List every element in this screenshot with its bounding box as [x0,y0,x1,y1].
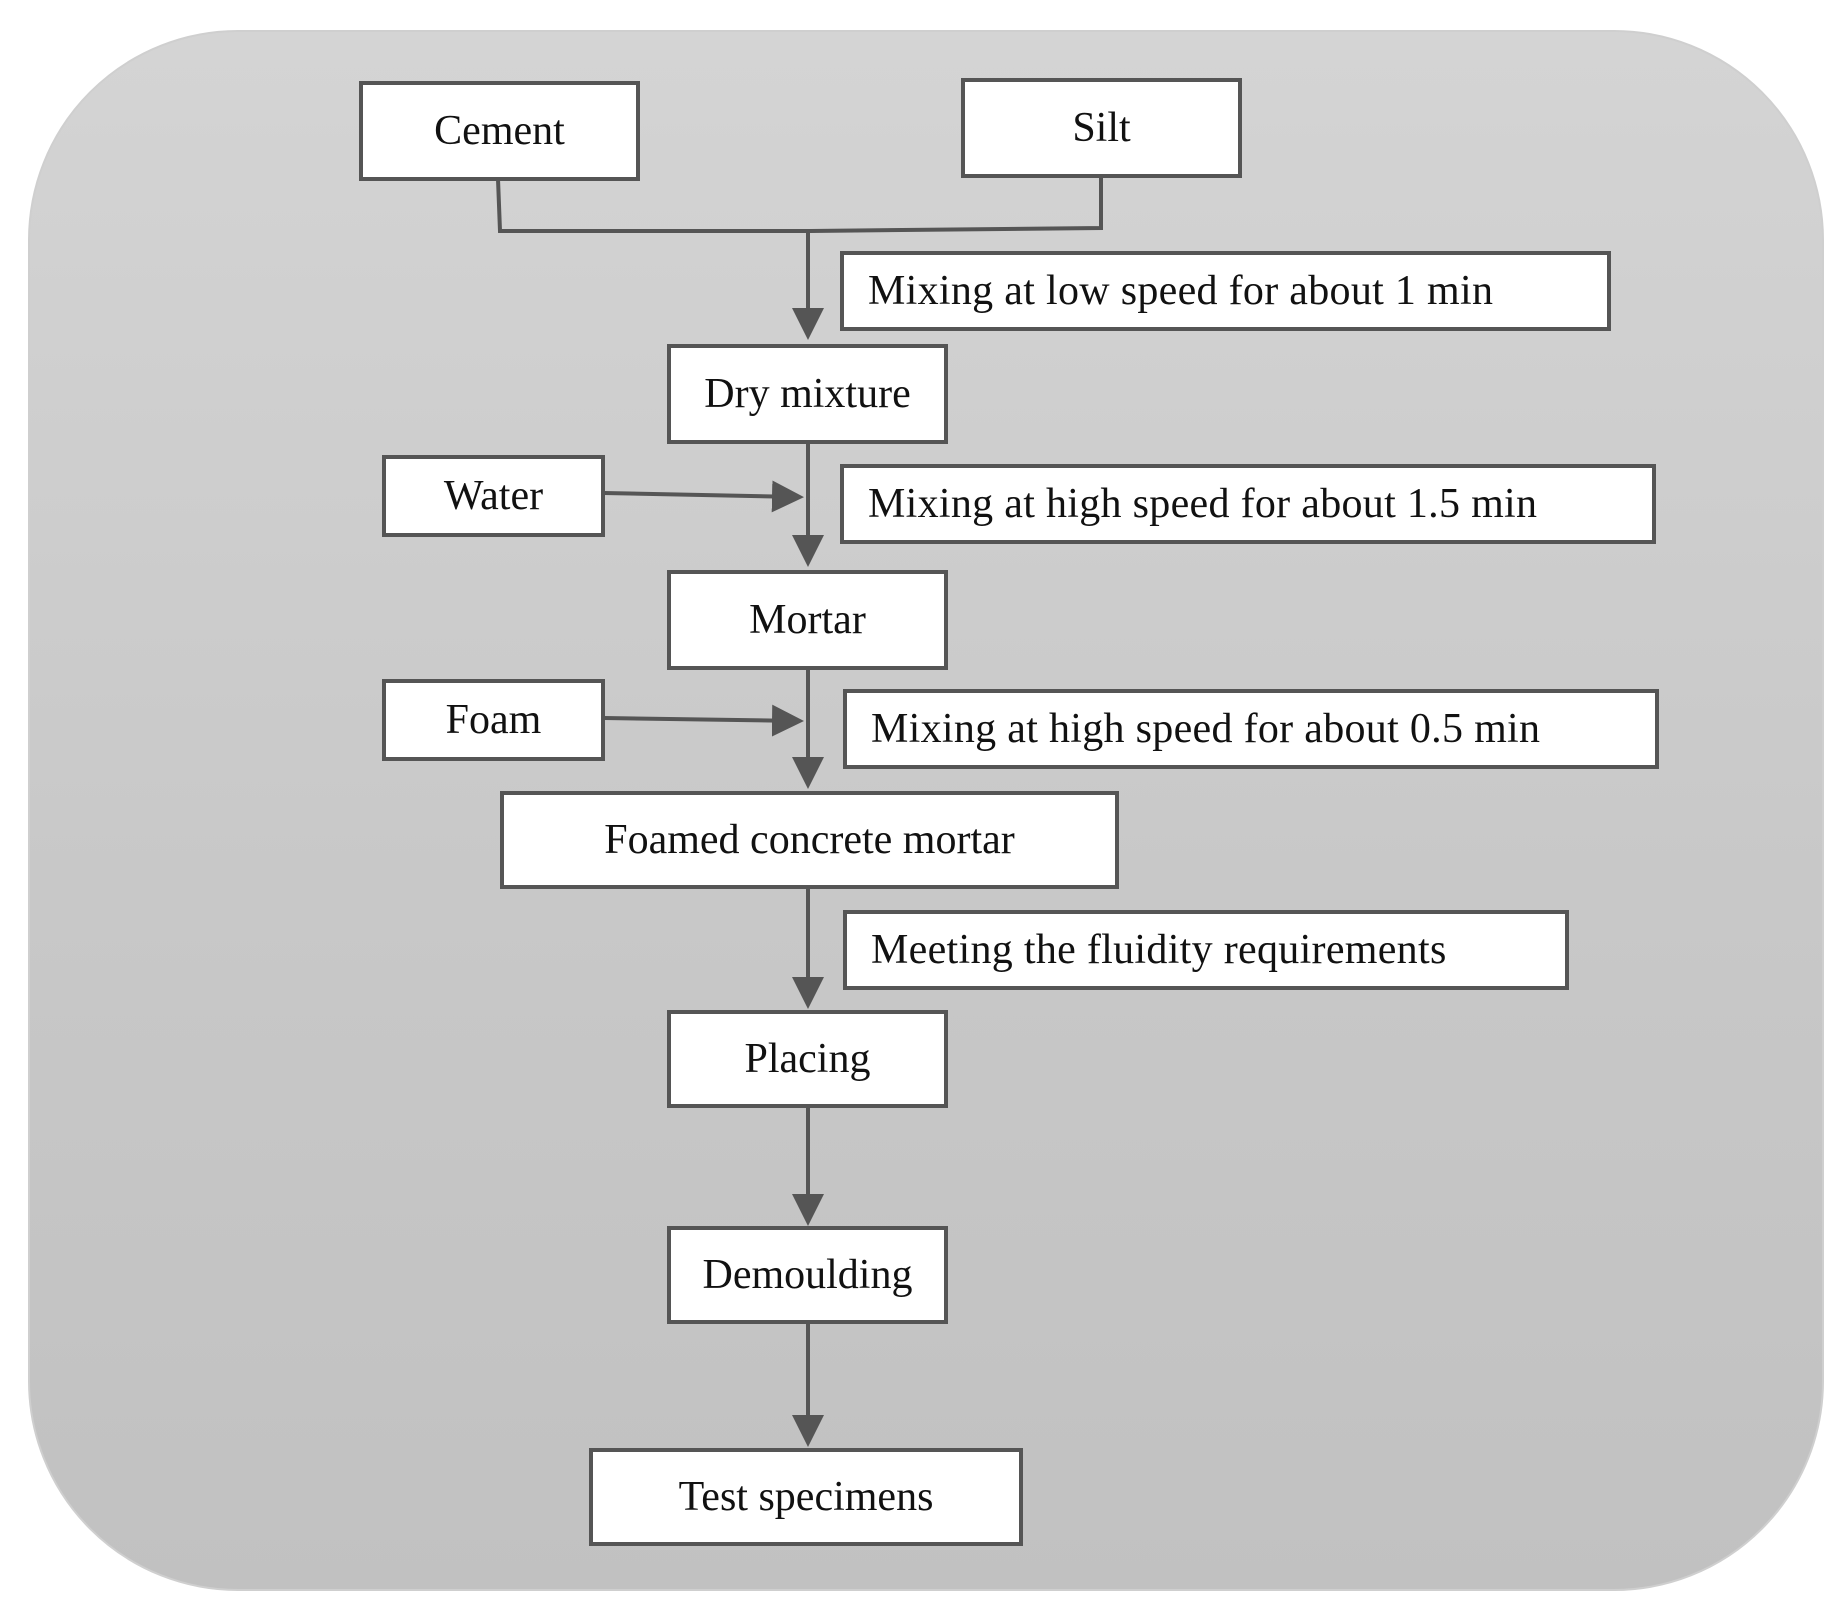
note-mixing-high-speed-0-5: Mixing at high speed for about 0.5 min [843,689,1659,769]
node-silt: Silt [961,78,1242,178]
note-mixing-low-speed: Mixing at low speed for about 1 min [840,251,1611,331]
node-test-specimens: Test specimens [589,1448,1023,1546]
node-mortar: Mortar [667,570,948,670]
silt-connector [809,176,1103,233]
node-foam: Foam [382,679,605,761]
note-fluidity-requirements: Meeting the fluidity requirements [843,910,1569,990]
node-dry-mixture: Dry mixture [667,344,948,444]
cement-connector [496,178,810,233]
node-water: Water [382,455,605,537]
note-mixing-high-speed-1-5: Mixing at high speed for about 1.5 min [840,464,1656,544]
node-foamed-concrete-mortar: Foamed concrete mortar [500,791,1119,889]
node-demoulding: Demoulding [667,1226,948,1324]
arrow-foam-in [603,704,804,737]
node-placing: Placing [667,1010,948,1108]
node-cement: Cement [359,81,640,181]
arrow-water-in [603,480,804,513]
